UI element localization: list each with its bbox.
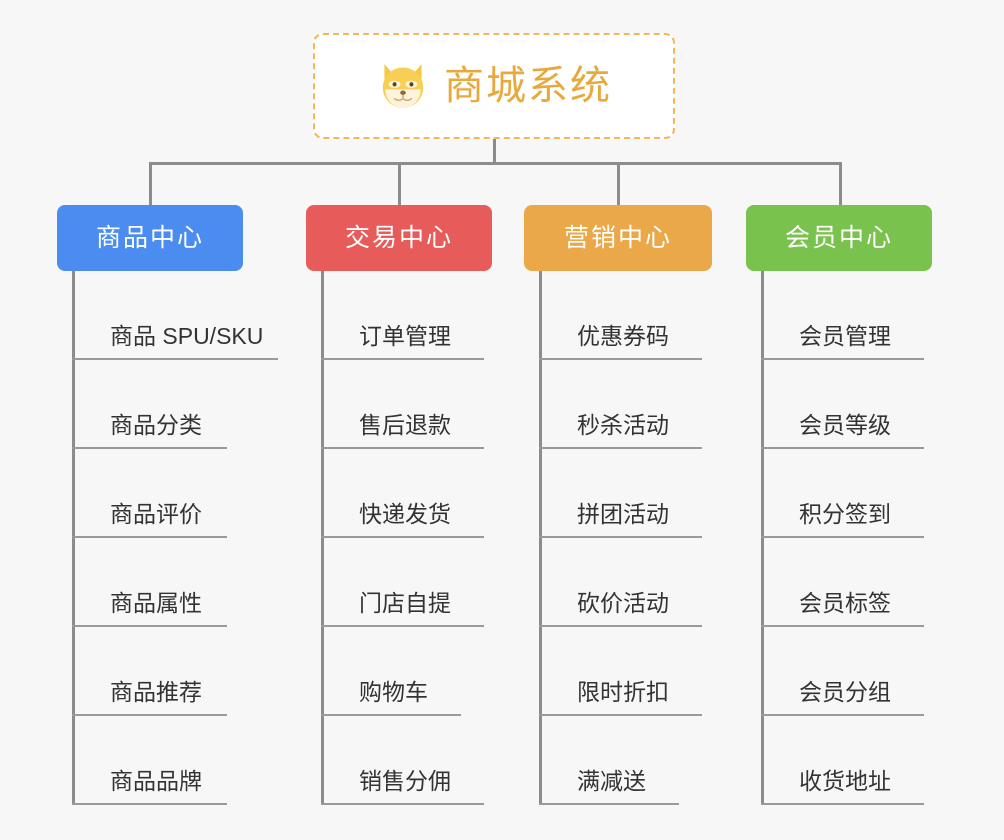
leaf-underline xyxy=(761,358,924,360)
leaf-underline xyxy=(761,536,924,538)
leaf-item-label: 商品 SPU/SKU xyxy=(110,323,264,349)
branch-spine xyxy=(761,271,764,805)
leaf-item-label: 优惠券码 xyxy=(577,323,669,349)
leaf-item[interactable]: 门店自提 xyxy=(321,538,484,627)
leaf-underline xyxy=(321,803,484,805)
leaf-underline xyxy=(539,447,702,449)
leaf-underline xyxy=(72,358,278,360)
leaf-underline xyxy=(539,803,679,805)
connector-branch-drop-2 xyxy=(398,162,401,206)
leaf-list-marketing: 优惠券码 秒杀活动 拼团活动 砍价活动 限时折扣 满减送 xyxy=(539,271,702,805)
leaf-item[interactable]: 商品属性 xyxy=(72,538,263,627)
leaf-underline xyxy=(761,447,924,449)
leaf-underline xyxy=(72,803,227,805)
root-node[interactable]: 商城系统 xyxy=(313,33,675,139)
leaf-underline xyxy=(539,714,702,716)
branch-header-label: 会员中心 xyxy=(784,223,893,252)
leaf-item[interactable]: 收货地址 xyxy=(761,716,924,805)
leaf-item-label: 满减送 xyxy=(577,768,646,794)
leaf-underline xyxy=(539,358,702,360)
leaf-item-label: 商品品牌 xyxy=(110,768,202,794)
connector-branch-drop-3 xyxy=(617,162,620,206)
leaf-underline xyxy=(321,625,484,627)
leaf-item[interactable]: 商品 SPU/SKU xyxy=(72,271,278,360)
leaf-underline xyxy=(761,625,924,627)
leaf-underline xyxy=(72,714,227,716)
leaf-underline xyxy=(321,714,461,716)
leaf-underline xyxy=(761,714,924,716)
leaf-item-label: 会员分组 xyxy=(799,679,891,705)
leaf-item[interactable]: 购物车 xyxy=(321,627,461,716)
leaf-item[interactable]: 商品品牌 xyxy=(72,716,263,805)
leaf-item-label: 商品评价 xyxy=(110,501,202,527)
leaf-item-label: 商品属性 xyxy=(110,590,202,616)
branch-header-label: 营销中心 xyxy=(563,223,672,252)
branch-header-label: 商品中心 xyxy=(95,223,204,252)
branch-header-member[interactable]: 会员中心 xyxy=(746,205,932,271)
leaf-item-label: 会员标签 xyxy=(799,590,891,616)
connector-branch-drop-4 xyxy=(839,162,842,206)
leaf-item-label: 会员管理 xyxy=(799,323,891,349)
leaf-item[interactable]: 商品推荐 xyxy=(72,627,263,716)
root-title: 商城系统 xyxy=(444,64,612,108)
leaf-list-member: 会员管理 会员等级 积分签到 会员标签 会员分组 收货地址 xyxy=(761,271,924,805)
shiba-dog-face-icon xyxy=(382,64,424,110)
leaf-underline xyxy=(321,447,484,449)
leaf-underline xyxy=(321,536,484,538)
leaf-item[interactable]: 商品评价 xyxy=(72,449,263,538)
branch-spine xyxy=(72,271,75,805)
branch-header-label: 交易中心 xyxy=(344,223,453,252)
leaf-underline xyxy=(321,358,484,360)
leaf-item[interactable]: 会员管理 xyxy=(761,271,924,360)
leaf-item[interactable]: 拼团活动 xyxy=(539,449,702,538)
leaf-item-label: 积分签到 xyxy=(799,501,891,527)
branch-header-marketing[interactable]: 营销中心 xyxy=(524,205,712,271)
leaf-underline xyxy=(539,536,702,538)
leaf-item-label: 销售分佣 xyxy=(359,768,451,794)
connector-root-drop xyxy=(493,139,496,164)
leaf-item[interactable]: 砍价活动 xyxy=(539,538,702,627)
leaf-item[interactable]: 限时折扣 xyxy=(539,627,702,716)
leaf-item[interactable]: 满减送 xyxy=(539,716,679,805)
leaf-item[interactable]: 秒杀活动 xyxy=(539,360,702,449)
leaf-item-label: 收货地址 xyxy=(799,768,891,794)
connector-horizontal-bus xyxy=(149,162,842,165)
leaf-item-label: 门店自提 xyxy=(359,590,451,616)
leaf-item-label: 限时折扣 xyxy=(577,679,669,705)
leaf-item[interactable]: 会员标签 xyxy=(761,538,924,627)
leaf-underline xyxy=(72,625,227,627)
leaf-item-label: 商品分类 xyxy=(110,412,202,438)
leaf-item-label: 购物车 xyxy=(359,679,428,705)
leaf-item[interactable]: 积分签到 xyxy=(761,449,924,538)
leaf-item[interactable]: 销售分佣 xyxy=(321,716,484,805)
leaf-item-label: 会员等级 xyxy=(799,412,891,438)
connector-branch-drop-1 xyxy=(149,162,152,206)
branch-header-trade[interactable]: 交易中心 xyxy=(306,205,492,271)
leaf-item-label: 拼团活动 xyxy=(577,501,669,527)
leaf-item-label: 订单管理 xyxy=(359,323,451,349)
leaf-item-label: 商品推荐 xyxy=(110,679,202,705)
branch-spine xyxy=(321,271,324,805)
leaf-item-label: 售后退款 xyxy=(359,412,451,438)
leaf-underline xyxy=(72,536,227,538)
leaf-item-label: 快递发货 xyxy=(359,501,451,527)
leaf-item[interactable]: 订单管理 xyxy=(321,271,484,360)
leaf-item[interactable]: 快递发货 xyxy=(321,449,484,538)
leaf-item[interactable]: 商品分类 xyxy=(72,360,263,449)
leaf-list-trade: 订单管理 售后退款 快递发货 门店自提 购物车 销售分佣 xyxy=(321,271,484,805)
leaf-item[interactable]: 售后退款 xyxy=(321,360,484,449)
leaf-underline xyxy=(539,625,702,627)
branch-header-product[interactable]: 商品中心 xyxy=(57,205,243,271)
leaf-item-label: 砍价活动 xyxy=(577,590,669,616)
leaf-item[interactable]: 会员分组 xyxy=(761,627,924,716)
leaf-item[interactable]: 会员等级 xyxy=(761,360,924,449)
branch-spine xyxy=(539,271,542,805)
leaf-list-product: 商品 SPU/SKU 商品分类 商品评价 商品属性 商品推荐 商品品牌 xyxy=(72,271,278,805)
leaf-underline xyxy=(761,803,924,805)
leaf-item-label: 秒杀活动 xyxy=(577,412,669,438)
leaf-item[interactable]: 优惠券码 xyxy=(539,271,702,360)
leaf-underline xyxy=(72,447,227,449)
